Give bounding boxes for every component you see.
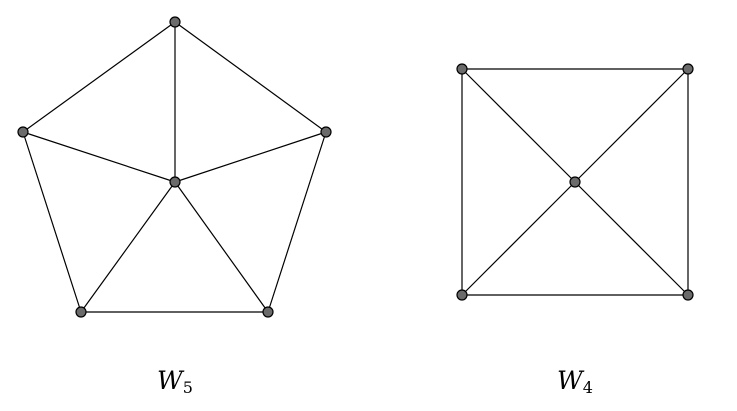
caption-w5-subscript: 5 [182, 378, 193, 397]
spoke-edge [461, 68, 576, 183]
rim-vertex [262, 306, 274, 318]
caption-w5-base: W [157, 366, 183, 395]
wheel-graph-w4 [456, 63, 694, 301]
spoke-edge [574, 68, 689, 183]
rim-vertex [75, 306, 87, 318]
rim-edge [174, 21, 327, 133]
spoke-edge [461, 181, 576, 296]
spoke-edge [22, 131, 176, 183]
spoke-edge [174, 181, 269, 313]
caption-w5: W5 [115, 368, 235, 396]
caption-w4-subscript: 4 [582, 378, 593, 397]
rim-vertex [456, 289, 468, 301]
hub-vertex [169, 176, 181, 188]
rim-vertex [456, 63, 468, 75]
hub-vertex [569, 176, 581, 188]
rim-vertex [682, 289, 694, 301]
caption-w4-base: W [557, 366, 583, 395]
rim-vertex [169, 16, 181, 28]
rim-edge [267, 131, 327, 313]
caption-w4: W4 [515, 368, 635, 396]
wheel-graph-w5 [17, 16, 332, 318]
spoke-edge [574, 181, 689, 296]
rim-edge [22, 131, 82, 313]
rim-edge [22, 21, 176, 133]
rim-vertex [682, 63, 694, 75]
rim-vertex [17, 126, 29, 138]
spoke-edge [80, 181, 176, 313]
spoke-edge [174, 131, 327, 183]
rim-vertex [320, 126, 332, 138]
